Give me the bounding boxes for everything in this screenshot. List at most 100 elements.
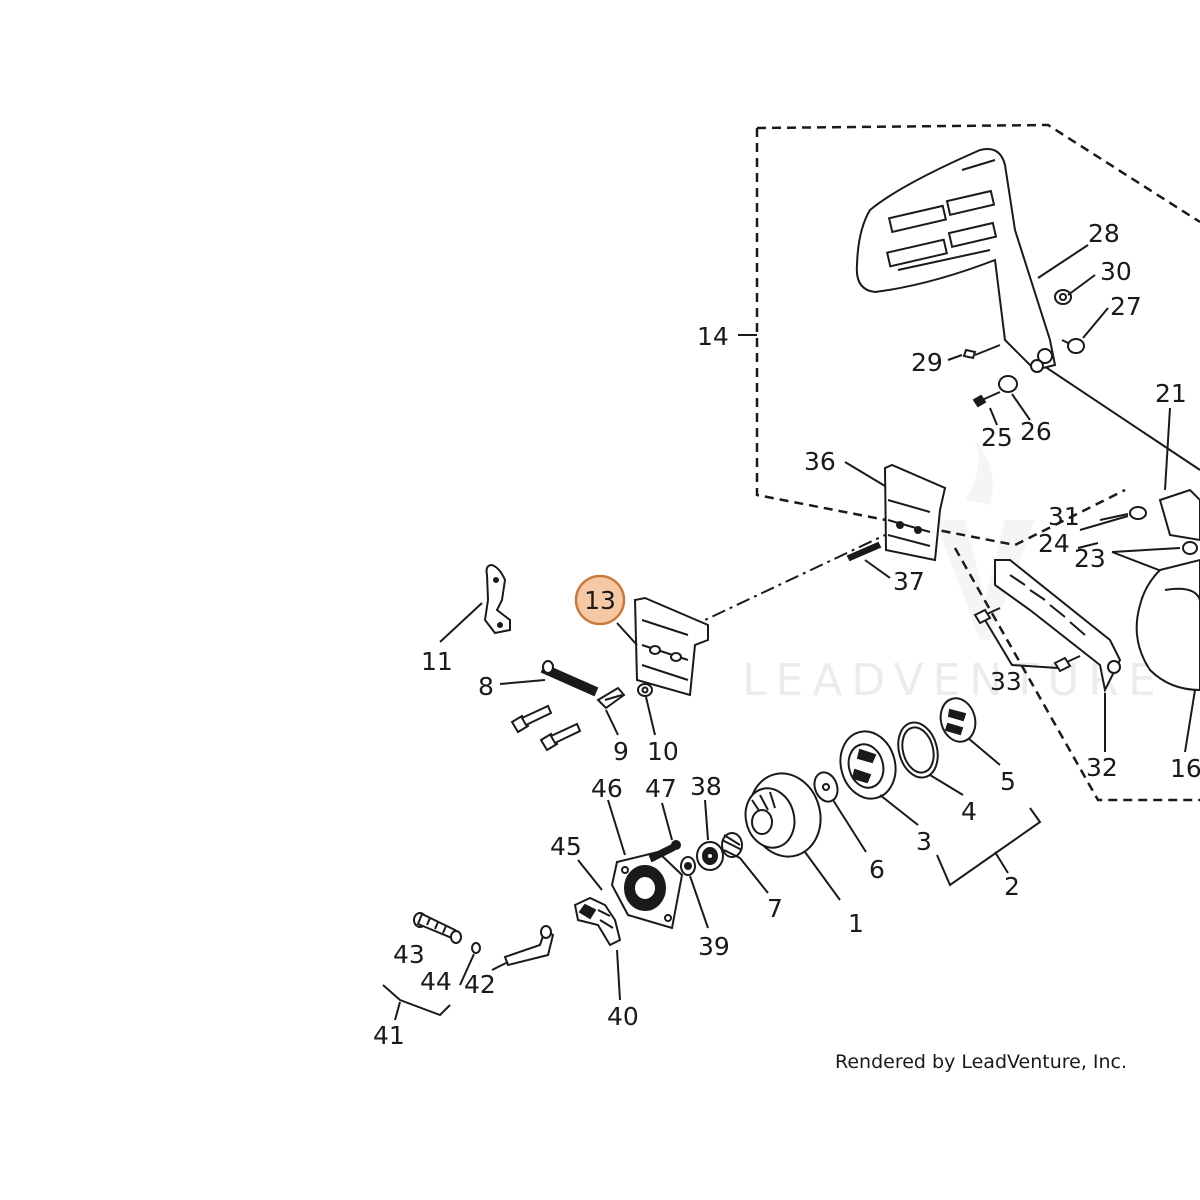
label-44[interactable]: 44 [420,967,452,996]
leader-10 [645,696,656,736]
label-40[interactable]: 40 [607,1002,639,1031]
leader-11 [439,602,483,643]
part-labels: 1 2 3 4 5 6 7 8 9 10 11 14 16 21 23 24 2… [373,219,1200,1050]
leader-42 [491,961,509,971]
leader-47 [661,802,673,841]
spring-part-7 [721,832,743,859]
label-43[interactable]: 43 [393,940,425,969]
label-6[interactable]: 6 [869,855,885,884]
rod-part-42 [503,925,555,967]
credit-text: Rendered by LeadVenture, Inc. [835,1051,1127,1073]
bracket-2 [936,807,1042,887]
label-33[interactable]: 33 [990,667,1022,696]
label-14[interactable]: 14 [697,322,729,351]
leader-2 [994,851,1009,874]
spring-part-4 [897,721,939,779]
label-7[interactable]: 7 [767,894,783,923]
label-26[interactable]: 26 [1020,417,1052,446]
watermark-text: LEADVENTURE [742,655,1165,706]
leader-3 [879,794,919,826]
pump-gear-part-45 [573,896,622,947]
label-36[interactable]: 36 [804,447,836,476]
label-28[interactable]: 28 [1088,219,1120,248]
label-45[interactable]: 45 [550,832,582,861]
highlight-callout-13[interactable]: 13 [574,574,626,626]
lever-part-11 [483,563,511,635]
stud-part-8 [540,660,599,697]
label-37[interactable]: 37 [893,567,925,596]
label-38[interactable]: 38 [690,772,722,801]
label-46[interactable]: 46 [591,774,623,803]
leader-30 [1067,274,1096,296]
guide-part-32 [994,559,1122,694]
label-42[interactable]: 42 [464,970,496,999]
label-21[interactable]: 21 [1155,379,1187,408]
center-line [687,534,886,629]
screws-part-33 [973,607,1081,673]
leader-16 [1184,689,1196,753]
label-1[interactable]: 1 [848,909,864,938]
label-8[interactable]: 8 [478,672,494,701]
bolts [510,704,582,752]
leader-28 [1037,244,1089,279]
washer-part-39 [680,856,696,876]
screw-part-47 [648,840,681,863]
leader-46 [607,799,626,856]
label-11[interactable]: 11 [421,647,453,676]
oil-pump-part-46 [610,850,684,930]
label-41[interactable]: 41 [373,1021,405,1050]
label-5[interactable]: 5 [1000,767,1016,796]
screw-part-37 [846,541,882,562]
leader-29 [947,354,963,361]
leader-7 [739,857,769,894]
label-3[interactable]: 3 [916,827,932,856]
leader-26 [1011,393,1031,421]
label-29[interactable]: 29 [911,348,943,377]
label-47[interactable]: 47 [645,774,677,803]
hand-guard-part-28 [855,148,1057,372]
watermark-logo [935,440,1035,640]
highlight-circle[interactable] [574,574,626,626]
bearing-part-38 [696,841,724,871]
label-39[interactable]: 39 [698,932,730,961]
leader-1 [804,851,841,901]
clutch-part-3 [839,730,897,800]
leader-38 [704,799,709,841]
leader-44 [459,953,475,986]
label-32[interactable]: 32 [1086,753,1118,782]
label-13[interactable]: 13 [584,586,616,615]
leader-37 [864,559,891,579]
leader-13 [616,622,638,646]
label-24[interactable]: 24 [1038,529,1070,558]
label-30[interactable]: 30 [1100,257,1132,286]
leader-27 [1082,307,1109,339]
leader-8 [499,679,546,685]
nut-part-10 [637,683,653,697]
bracket-41 [382,984,451,1017]
plate-part-13 [633,596,709,697]
label-2[interactable]: 2 [1004,872,1020,901]
label-10[interactable]: 10 [647,737,679,766]
label-9[interactable]: 9 [613,737,629,766]
leader-39 [689,875,709,929]
label-27[interactable]: 27 [1110,292,1142,321]
leader-33 [984,619,1059,669]
leader-25 [989,407,998,426]
ring-part-44 [471,942,481,954]
leader-24 [1077,542,1099,549]
leader-45 [577,859,603,891]
label-4[interactable]: 4 [961,797,977,826]
washer-part-6 [813,771,839,803]
bolt-axis-line [1034,359,1200,471]
label-23[interactable]: 23 [1074,544,1106,573]
clutch-drum-part-1 [744,772,822,858]
label-16[interactable]: 16 [1170,754,1200,783]
plate-part-5 [939,697,977,743]
label-25[interactable]: 25 [981,423,1013,452]
leader-5 [967,737,1001,766]
plunger-part-43 [413,912,462,944]
plate-part-36 [883,463,947,562]
leader-21 [1164,407,1171,491]
label-31[interactable]: 31 [1048,502,1080,531]
